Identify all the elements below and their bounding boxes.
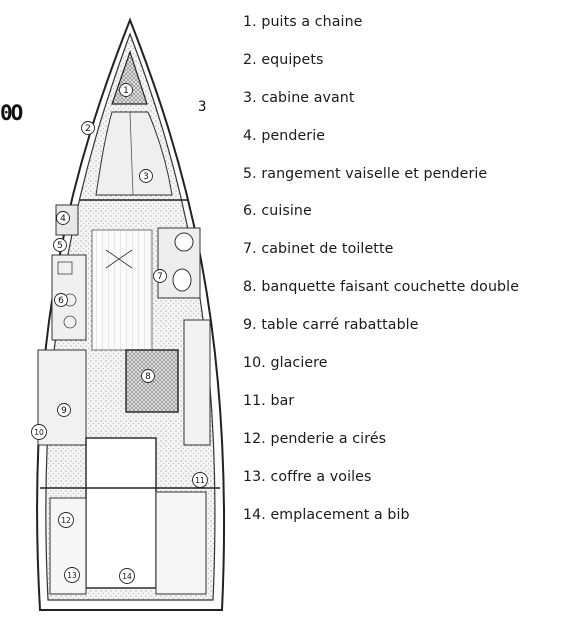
- marker-label: 1: [123, 86, 129, 96]
- starboard-settee: [183, 319, 211, 446]
- marker-label: 7: [157, 272, 163, 282]
- marker-circle: [119, 83, 133, 97]
- legend-item-13: 13. coffre a voiles: [243, 468, 372, 485]
- plan-marker-4: 4: [56, 211, 70, 225]
- marker-circle: [57, 403, 71, 417]
- plan-marker-10: 10: [31, 424, 47, 440]
- plan-marker-9: 9: [57, 403, 71, 417]
- cockpit: [85, 437, 157, 589]
- starboard-cockpit-seat: [155, 491, 207, 595]
- legend-item-12: 12. penderie a cirés: [243, 430, 387, 447]
- left-edge-fragment: 0O: [0, 101, 23, 125]
- marker-label: 3: [143, 172, 149, 182]
- plan-marker-11: 11: [192, 472, 208, 488]
- plan-marker-7: 7: [153, 269, 167, 283]
- plan-marker-1: 1: [119, 83, 133, 97]
- legend-item-8: 8. banquette faisant couchette double: [243, 279, 520, 296]
- companion-floor: [91, 229, 153, 351]
- legend-item-7: 7. cabinet de toilette: [243, 241, 394, 258]
- legend-item-2: 2. equipets: [243, 51, 324, 68]
- marker-circle: [53, 238, 67, 252]
- marker-label: 13: [67, 571, 77, 580]
- marker-circle: [141, 369, 155, 383]
- legend-item-3: 3. cabine avant: [243, 89, 355, 106]
- marker-label: 2: [85, 124, 91, 134]
- legend-item-9: 9. table carré rabattable: [243, 317, 419, 334]
- marker-label: 11: [195, 476, 205, 485]
- forward-bunk: [95, 111, 173, 196]
- legend-item-14: 14. emplacement a bib: [243, 506, 410, 523]
- legend-item-11: 11. bar: [243, 392, 295, 409]
- legend-item-1: 1. puits a chaine: [243, 14, 363, 30]
- plan-marker-5: 5: [53, 238, 67, 252]
- marker-label: 12: [61, 516, 71, 525]
- marker-label: 10: [34, 428, 44, 437]
- marker-circle: [153, 269, 167, 283]
- right-edge-fragment: 3: [198, 99, 207, 115]
- plan-marker-3: 3: [139, 169, 153, 183]
- plan-marker-6: 6: [54, 293, 68, 307]
- legend-item-4: 4. penderie: [243, 127, 326, 144]
- marker-circle: [119, 568, 135, 584]
- marker-circle: [31, 424, 47, 440]
- legend-item-10: 10. glaciere: [243, 355, 328, 372]
- marker-circle: [81, 121, 95, 135]
- plan-marker-12: 12: [58, 512, 74, 528]
- marker-label: 6: [58, 296, 64, 306]
- marker-circle: [58, 512, 74, 528]
- marker-label: 5: [57, 241, 63, 251]
- plan-marker-8: 8: [141, 369, 155, 383]
- legend-list: 1. puits a chaine 2. equipets 3. cabine av…: [243, 11, 519, 541]
- marker-circle: [192, 472, 208, 488]
- plan-marker-13: 13: [64, 567, 80, 583]
- marker-circle: [64, 567, 80, 583]
- marker-label: 4: [60, 214, 66, 224]
- marker-circle: [139, 169, 153, 183]
- plan-marker-14: 14: [119, 568, 135, 584]
- marker-circle: [54, 293, 68, 307]
- plan-marker-2: 2: [81, 121, 95, 135]
- marker-circle: [56, 211, 70, 225]
- marker-label: 14: [122, 572, 132, 581]
- marker-label: 9: [61, 406, 67, 416]
- legend-item-6: 6. cuisine: [243, 203, 312, 220]
- marker-label: 8: [145, 372, 151, 382]
- legend-item-5: 5. rangement vaiselle et penderie: [243, 165, 488, 182]
